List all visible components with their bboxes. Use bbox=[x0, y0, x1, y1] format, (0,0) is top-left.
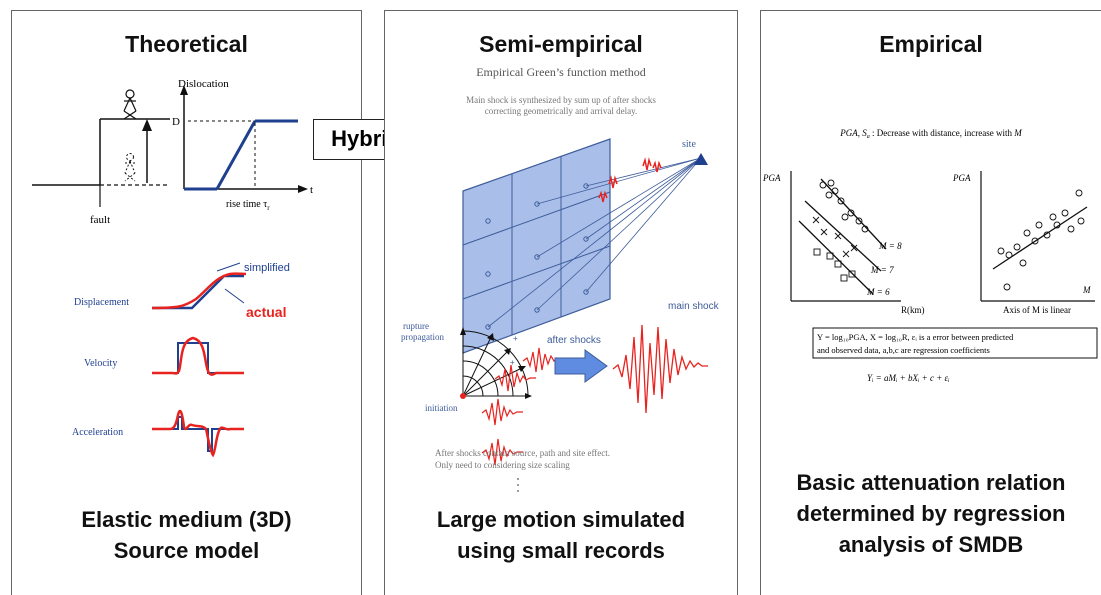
pga-note: PGA, Sa : Decrease with distance, increa… bbox=[839, 128, 1022, 140]
velocity-label: Velocity bbox=[84, 358, 117, 369]
initiation-label: initiation bbox=[425, 403, 458, 413]
simplified-label: simplified bbox=[244, 262, 290, 274]
velocity-row: Velocity bbox=[84, 336, 244, 376]
empirical-panel: Empirical PGA, Sa : Decrease with distan… bbox=[760, 10, 1101, 595]
d-label: D bbox=[172, 116, 180, 128]
dislocation-graph: Dislocation D t rise time τr bbox=[172, 78, 313, 212]
acceleration-label: Acceleration bbox=[72, 427, 123, 438]
after-shocks-label: after shocks bbox=[547, 335, 601, 346]
fault-plane bbox=[462, 138, 611, 354]
svg-text:+: + bbox=[513, 334, 518, 343]
theoretical-description-line2: Source model bbox=[113, 538, 260, 563]
pga-magnitude-plot: PGA M Axis of M is linear bbox=[952, 171, 1095, 315]
rise-time-label: rise time τr bbox=[226, 199, 270, 212]
synthesis-arrow bbox=[554, 349, 608, 383]
rupture-label-2: propagation bbox=[401, 332, 444, 342]
semi-empirical-title: Semi-empirical bbox=[479, 31, 643, 57]
after-shocks-note-line1: After shocks contain source, path and si… bbox=[435, 448, 610, 458]
site-marker bbox=[694, 153, 708, 165]
semi-empirical-description-line2: using small records bbox=[457, 538, 665, 563]
fault-label: fault bbox=[90, 214, 110, 226]
left-y-label: PGA bbox=[762, 173, 781, 183]
svg-text:+: + bbox=[510, 358, 515, 367]
theoretical-description: Elastic medium (3D) Source model bbox=[12, 504, 361, 566]
theoretical-panel: Theoretical bbox=[11, 10, 362, 595]
main-shock-label: main shock bbox=[668, 301, 720, 312]
regression-equation: Yᵢ = aMᵢ + bXᵢ + c + εᵢ bbox=[867, 373, 950, 383]
semi-empirical-description: Large motion simulated using small recor… bbox=[385, 504, 737, 566]
after-shock-dots: + + bbox=[510, 334, 519, 492]
displacement-row: Displacement simplified actual bbox=[74, 262, 290, 320]
definition-line1: Y = log₁₀PGA, X = log₁₀R, εᵢ is a error … bbox=[817, 332, 1014, 342]
definition-box: Y = log₁₀PGA, X = log₁₀R, εᵢ is a error … bbox=[812, 327, 1098, 359]
fault-sketch: fault bbox=[32, 89, 170, 226]
initiation-point bbox=[460, 393, 466, 399]
empirical-diagram: PGA, Sa : Decrease with distance, increa… bbox=[762, 128, 1098, 383]
theoretical-diagram: fault Dislocation D t rise time τr Displ… bbox=[32, 78, 313, 458]
person-icon-bottom bbox=[124, 153, 136, 182]
right-m-label: M bbox=[1082, 285, 1091, 295]
empirical-description-line1: Basic attenuation relation bbox=[796, 470, 1066, 495]
right-x-label: Axis of M is linear bbox=[1003, 305, 1071, 315]
after-shocks-note-line2: Only need to considering size scaling bbox=[435, 460, 570, 470]
theoretical-title: Theoretical bbox=[125, 31, 248, 57]
semi-empirical-diagram: Empirical Green’s function method Main s… bbox=[401, 65, 720, 492]
actual-label: actual bbox=[246, 304, 286, 320]
main-shock-waveform bbox=[612, 324, 708, 414]
egf-subtitle: Empirical Green’s function method bbox=[476, 65, 646, 79]
site-label: site bbox=[682, 139, 696, 150]
definition-line2: and observed data, a,b,c are regression … bbox=[817, 345, 990, 355]
rupture-arrows bbox=[460, 327, 532, 399]
ray-paths bbox=[487, 157, 702, 328]
t-label: t bbox=[310, 184, 313, 196]
rupture-label-1: rupture bbox=[403, 321, 429, 331]
empirical-title: Empirical bbox=[879, 31, 983, 57]
left-x-label: R(km) bbox=[901, 305, 925, 315]
empirical-description: Basic attenuation relation determined by… bbox=[761, 467, 1101, 560]
m6-label: M = 6 bbox=[866, 287, 890, 297]
ray-wavelets bbox=[598, 157, 662, 203]
acceleration-row: Acceleration bbox=[72, 409, 244, 458]
synthesis-note-line2: correcting geometrically and arrival del… bbox=[485, 106, 638, 116]
displacement-label: Displacement bbox=[74, 297, 129, 308]
m7-label: M = 7 bbox=[870, 265, 894, 275]
rupture-fan bbox=[462, 330, 529, 397]
semi-empirical-description-line1: Large motion simulated bbox=[436, 507, 686, 532]
right-y-label: PGA bbox=[952, 173, 971, 183]
theoretical-description-line1: Elastic medium (3D) bbox=[81, 507, 292, 532]
semi-empirical-panel: Semi-empirical Empirical Green’s functio… bbox=[384, 10, 738, 595]
m8-label: M = 8 bbox=[878, 241, 902, 251]
synthesis-note-line1: Main shock is synthesized by sum up of a… bbox=[466, 95, 656, 105]
empirical-description-line3: analysis of SMDB bbox=[838, 532, 1024, 557]
empirical-description-line2: determined by regression bbox=[796, 501, 1066, 526]
pga-distance-plot: PGA R(km) M = 8 M = 7 M = 6 bbox=[762, 171, 925, 315]
person-icon-top bbox=[123, 89, 137, 120]
dislocation-label: Dislocation bbox=[178, 78, 229, 90]
